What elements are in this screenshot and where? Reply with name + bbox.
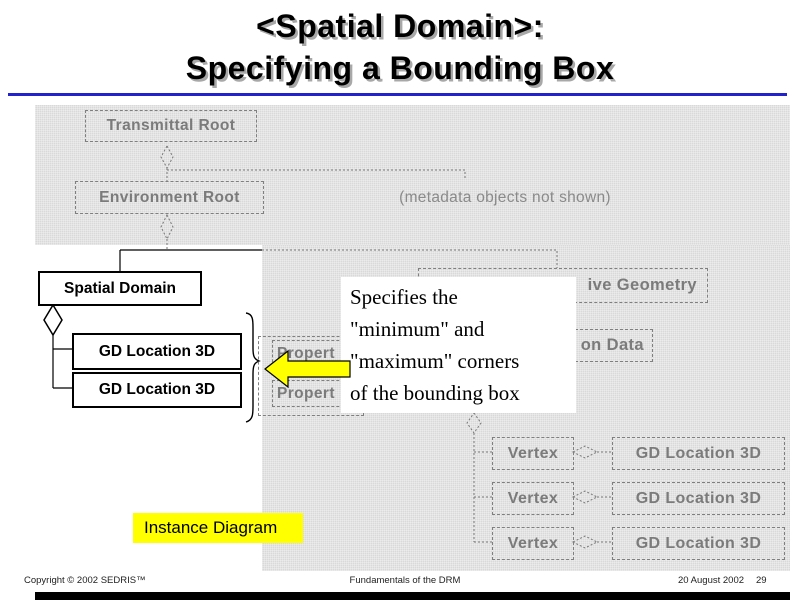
transmittal-root-label: Transmittal Root: [106, 117, 236, 134]
gd-location-label-left-2: GD Location 3D: [98, 381, 216, 398]
aggregation-diamond-icon: [160, 213, 174, 241]
vertex-label-1: Vertex: [507, 444, 559, 462]
data-box-label: on Data: [580, 336, 644, 354]
vertex-box-2: Vertex: [492, 482, 574, 515]
environment-root-box: Environment Root: [75, 181, 264, 214]
spatial-domain-label: Spatial Domain: [64, 279, 176, 297]
callout-arrow-icon: [264, 349, 351, 389]
grouping-brace: [245, 312, 261, 423]
slide-title: <Spatial Domain>: Specifying a Bounding …: [0, 5, 800, 89]
gd-location-label-right-1: GD Location 3D: [635, 444, 762, 462]
gd-location-label-right-3: GD Location 3D: [635, 534, 762, 552]
gd-location-label-right-2: GD Location 3D: [635, 489, 762, 507]
metadata-note: (metadata objects not shown): [399, 189, 611, 206]
footer-copyright: Copyright © 2002 SEDRIS™: [24, 575, 146, 586]
spatial-domain-box: Spatial Domain: [38, 271, 202, 306]
callout-text-box: Specifies the "minimum" and "maximum" co…: [341, 277, 576, 413]
slide-title-line1: <Spatial Domain>:: [256, 8, 544, 44]
bottom-bar: [35, 592, 790, 600]
footer-title: Fundamentals of the DRM: [349, 575, 461, 586]
instance-diagram-label: Instance Diagram: [133, 513, 303, 543]
property-label-1: Propert: [277, 344, 335, 362]
gd-location-box-right-3: GD Location 3D: [612, 527, 785, 560]
aggregation-diamond-icon: [571, 445, 599, 459]
callout-line-4: of the bounding box: [350, 381, 520, 405]
title-underline: [8, 93, 787, 96]
transmittal-root-box: Transmittal Root: [85, 110, 257, 142]
gd-location-box-left-1: GD Location 3D: [72, 333, 242, 370]
vertex-label-2: Vertex: [507, 489, 559, 507]
aggregation-diamond-icon: [571, 535, 599, 549]
property-label-2: Propert: [277, 384, 335, 402]
aggregation-diamond-icon: [571, 490, 599, 504]
callout-line-1: Specifies the: [350, 285, 458, 309]
gd-location-box-left-2: GD Location 3D: [72, 372, 242, 408]
grayed-connectors: [160, 144, 612, 549]
callout-line-2: "minimum" and: [350, 317, 485, 341]
footer-date: 20 August 2002: [678, 575, 745, 586]
vertex-label-3: Vertex: [507, 534, 559, 552]
primitive-geometry-label: ive Geometry: [587, 276, 697, 294]
vertex-box-1: Vertex: [492, 437, 574, 470]
gd-location-box-right-2: GD Location 3D: [612, 482, 785, 515]
solid-connectors: [43, 249, 262, 423]
environment-root-label: Environment Root: [99, 188, 240, 206]
slide-title-line2: Specifying a Bounding Box: [185, 50, 615, 86]
callout-line-3: "maximum" corners: [350, 349, 520, 373]
instance-diagram-text: Instance Diagram: [144, 518, 278, 537]
diagram-background-top: [35, 105, 790, 245]
gd-location-label-left-1: GD Location 3D: [98, 342, 216, 360]
gd-location-box-right-1: GD Location 3D: [612, 437, 785, 470]
vertex-box-3: Vertex: [492, 527, 574, 560]
footer-page-number: 29: [756, 575, 767, 586]
